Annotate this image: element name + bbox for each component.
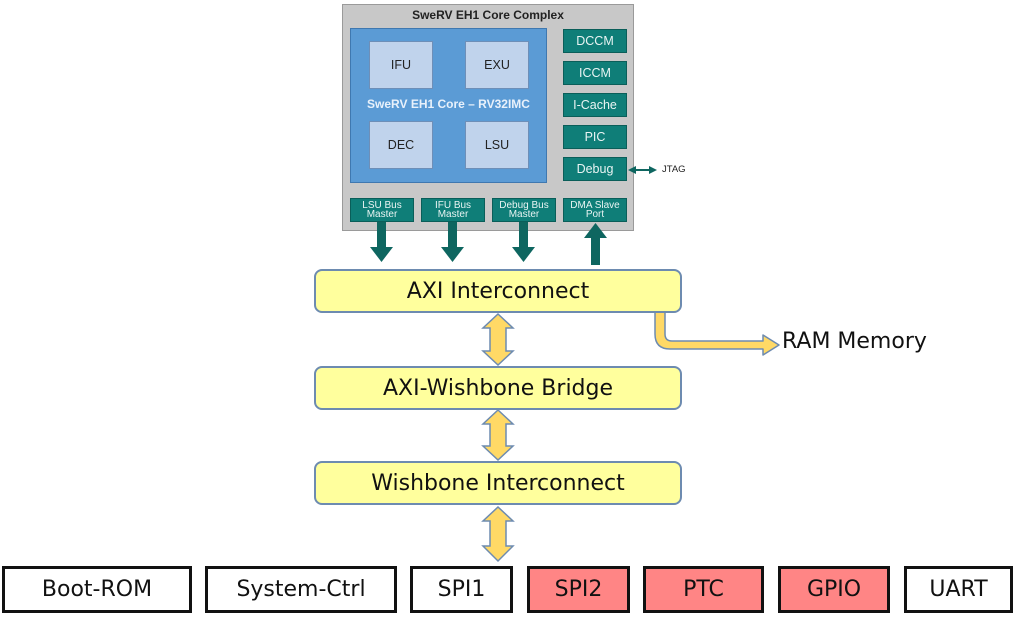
block-icache: I-Cache [563,93,627,117]
block-pic: PIC [563,125,627,149]
unit-lsu: LSU [465,121,529,169]
axi-wishbone-bridge-block: AXI-Wishbone Bridge [314,366,682,410]
port-label-line1: LSU Bus [362,199,402,211]
unit-dec: DEC [369,121,433,169]
port-label-line2: Port [585,209,605,220]
ram-memory-label: RAM Memory [782,329,927,354]
jtag-label: JTAG [662,164,686,175]
port-label-line2: Master [366,209,398,220]
core-title: SweRV EH1 Core – RV32IMC [367,97,530,111]
arrow-wishbone-periph-icon [481,505,515,563]
bus-arrow-dma-icon [584,223,607,265]
jtag-arrow-icon [628,166,657,174]
port-label-line2: Master [508,209,540,220]
port-label-line1: Debug Bus [499,199,549,211]
bus-arrow-debug-icon [512,222,535,262]
unit-ifu: IFU [369,41,433,89]
core-complex-title: SweRV EH1 Core Complex [412,8,564,22]
arrow-bridge-wishbone-icon [481,408,515,462]
periph-system-ctrl: System-Ctrl [205,566,397,613]
port-label-line1: DMA Slave [570,199,620,211]
unit-exu: EXU [465,41,529,89]
arrow-ram-icon [654,311,780,356]
periph-gpio: GPIO [778,566,890,613]
periph-uart: UART [904,566,1013,613]
block-debug: Debug [563,157,627,181]
periph-ptc: PTC [643,566,764,613]
periph-spi2: SPI2 [527,566,630,613]
periph-spi1: SPI1 [410,566,513,613]
periph-boot-rom: Boot-ROM [2,566,192,613]
bus-arrow-lsu-icon [370,222,393,262]
port-label-line2: Master [437,209,469,220]
bus-arrow-ifu-icon [441,222,464,262]
block-iccm: ICCM [563,61,627,85]
axi-interconnect-block: AXI Interconnect [314,269,682,313]
port-label-line1: IFU Bus [434,199,472,211]
arrow-axi-bridge-icon [481,312,515,367]
block-dccm: DCCM [563,29,627,53]
wishbone-interconnect-block: Wishbone Interconnect [314,461,682,505]
